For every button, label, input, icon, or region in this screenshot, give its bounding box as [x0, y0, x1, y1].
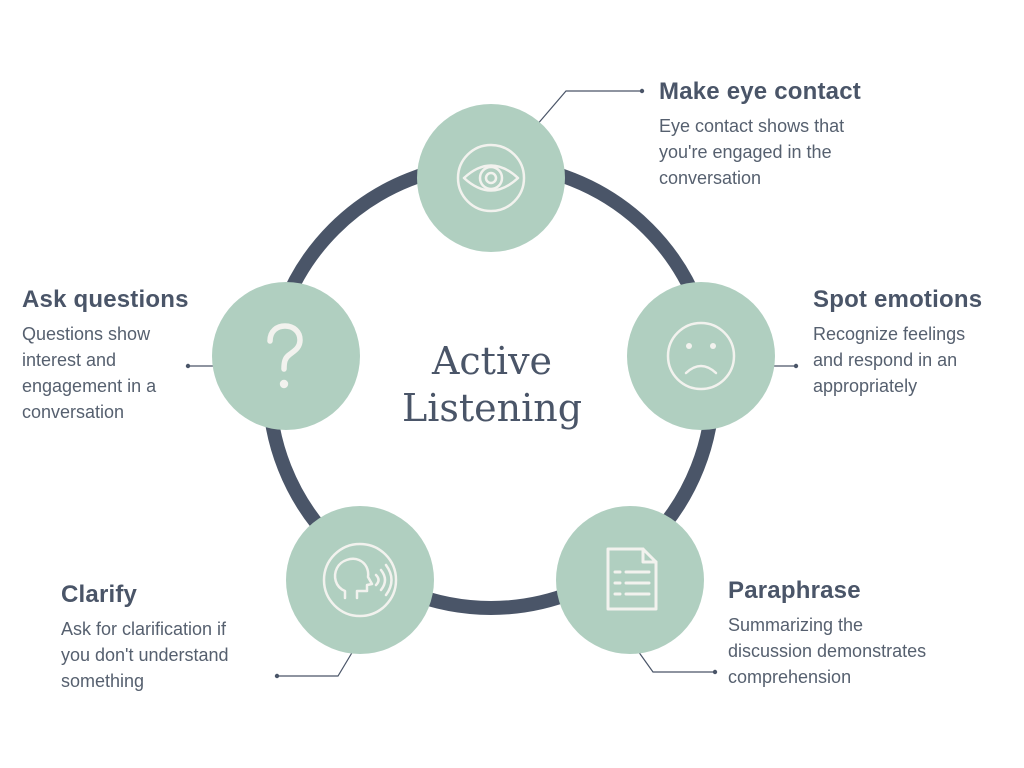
node-clarify	[286, 506, 434, 654]
node-spot-emotions	[627, 282, 775, 430]
description-clarify: Ask for clarification if you don't under…	[61, 616, 291, 694]
document-icon	[606, 547, 658, 611]
text-block-ask-questions: Ask questions Questions show interest an…	[22, 285, 222, 425]
description-line: and respond in an	[813, 350, 958, 370]
center-title-line-2: Listening	[401, 386, 583, 430]
text-block-paraphrase: Paraphrase Summarizing the discussion de…	[728, 576, 1008, 690]
description-line: interest and	[22, 350, 117, 370]
connector-dot-make-eye-contact	[639, 88, 645, 94]
connector-make-eye-contact	[535, 90, 642, 127]
description-spot-emotions: Recognize feelings and respond in an app…	[813, 321, 1018, 399]
connector-dot-paraphrase	[712, 669, 718, 675]
description-line: you don't understand	[61, 645, 229, 665]
text-block-clarify: Clarify Ask for clarification if you don…	[61, 580, 291, 694]
description-line: Questions show	[22, 324, 151, 344]
connector-dot-ask-questions	[185, 363, 191, 369]
description-line: Summarizing the	[728, 615, 864, 635]
eye-icon	[456, 143, 526, 213]
description-line: comprehension	[728, 667, 852, 687]
question-mark-icon	[267, 323, 303, 389]
text-block-make-eye-contact: Make eye contact Eye contact shows that …	[659, 77, 959, 191]
heading-spot-emotions: Spot emotions	[813, 286, 983, 313]
node-ask-questions	[212, 282, 360, 430]
text-block-spot-emotions: Spot emotions Recognize feelings and res…	[813, 285, 1018, 399]
connector-dot-clarify	[274, 673, 280, 679]
description-line: appropriately	[813, 376, 918, 396]
description-line: something	[61, 671, 145, 691]
description-paraphrase: Summarizing the discussion demonstrates …	[728, 612, 1008, 690]
heading-paraphrase: Paraphrase	[728, 577, 861, 604]
node-paraphrase	[556, 506, 704, 654]
description-line: Recognize feelings	[813, 324, 966, 344]
heading-clarify: Clarify	[61, 581, 138, 608]
description-line: conversation	[659, 168, 762, 188]
heading-make-eye-contact: Make eye contact	[659, 78, 861, 105]
description-make-eye-contact: Eye contact shows that you're engaged in…	[659, 113, 959, 191]
description-line: conversation	[22, 402, 125, 422]
heading-ask-questions: Ask questions	[22, 286, 189, 313]
speaking-head-icon	[322, 542, 398, 618]
center-title: Active Listening	[372, 338, 612, 432]
description-ask-questions: Questions show interest and engagement i…	[22, 321, 222, 425]
description-line: Eye contact shows that	[659, 116, 845, 136]
description-line: Ask for clarification if	[61, 619, 227, 639]
description-line: engagement in a	[22, 376, 157, 396]
connector-dot-spot-emotions	[793, 363, 799, 369]
center-title-line-1: Active	[431, 339, 553, 383]
sad-face-icon	[666, 321, 736, 391]
description-line: you're engaged in the	[659, 142, 832, 162]
description-line: discussion demonstrates	[728, 641, 927, 661]
node-make-eye-contact	[417, 104, 565, 252]
